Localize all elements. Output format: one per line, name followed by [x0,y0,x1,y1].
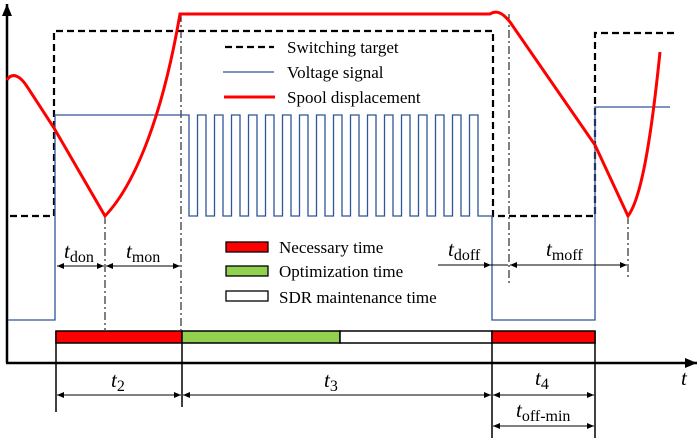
label-t-moff: tmoff [546,237,583,264]
label-t-don: tdon [64,239,94,266]
label-t-mon: tmon [126,239,160,266]
legend: Switching target Voltage signal Spool di… [223,38,421,107]
label-t-off-min: toff-min [516,398,570,425]
spool-displacement-curve [5,10,662,219]
time-bar [55,330,596,344]
x-axis-label: t [681,366,688,390]
label-t4: t4 [535,366,549,393]
label-t-doff: tdoff [448,237,481,264]
label-t3: t3 [324,368,338,395]
legend-switching-target: Switching target [287,38,399,57]
bar-legend: Necessary time Optimization time SDR mai… [225,238,437,307]
bar-legend-optimization: Optimization time [279,262,403,281]
voltage-signal-line [8,106,670,321]
bar-necessary-t2 [55,330,183,344]
guide-lines [104,14,629,330]
dimension-arrows [57,262,627,429]
label-t2: t2 [111,368,125,395]
bar-sdr-maintenance [339,330,493,344]
legend-voltage-signal: Voltage signal [287,63,384,82]
legend-spool-displacement: Spool displacement [287,88,421,107]
bar-legend-necessary: Necessary time [279,238,383,257]
switching-target-line [10,29,675,218]
bar-legend-sdr: SDR maintenance time [279,288,437,307]
bar-optimization [181,330,341,344]
bar-necessary-t4 [491,330,596,344]
